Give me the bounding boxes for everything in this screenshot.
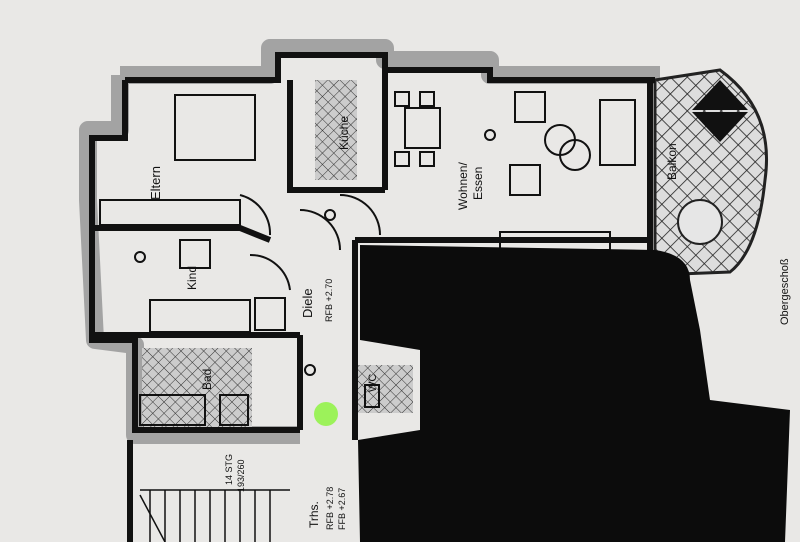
- redaction-blot: [358, 245, 790, 542]
- room-label-wohnen: Wohnen/: [456, 162, 470, 210]
- stairs-ratio: 193/260: [236, 459, 246, 492]
- balcony-table: [677, 199, 723, 245]
- floor-title: Obergeschoß: [779, 258, 791, 325]
- kitchen-tiles: [315, 80, 357, 180]
- trhs-ffb: FFB +2.67: [337, 488, 347, 530]
- highlight-marker: [314, 402, 338, 426]
- ceiling-light-icons: [134, 129, 496, 376]
- stairs-count: 14 STG: [224, 454, 234, 485]
- trhs-rfb: RFB +2.78: [325, 487, 335, 530]
- furniture: [139, 91, 636, 426]
- room-label-balkon: Balkon: [665, 143, 679, 180]
- walls: [89, 52, 655, 542]
- room-label-essen: Essen: [471, 167, 485, 200]
- bath-tiles: [142, 348, 252, 428]
- room-label-eltern: Eltern: [148, 166, 163, 200]
- room-label-kind: Kind: [185, 266, 199, 290]
- staircase: [139, 489, 290, 542]
- room-label-bad: Bad: [200, 369, 214, 390]
- diele-level: RFB +2.70: [324, 279, 334, 322]
- room-label-diele: Diele: [300, 288, 315, 318]
- wc-tiles: [358, 365, 413, 413]
- balcony-triangle-marker: [692, 112, 748, 142]
- room-label-wc: WC: [367, 374, 379, 392]
- room-label-kueche: Küche: [337, 116, 351, 150]
- balcony-triangle-marker: [692, 80, 748, 110]
- room-label-treppenhaus: Trhs.: [307, 501, 321, 528]
